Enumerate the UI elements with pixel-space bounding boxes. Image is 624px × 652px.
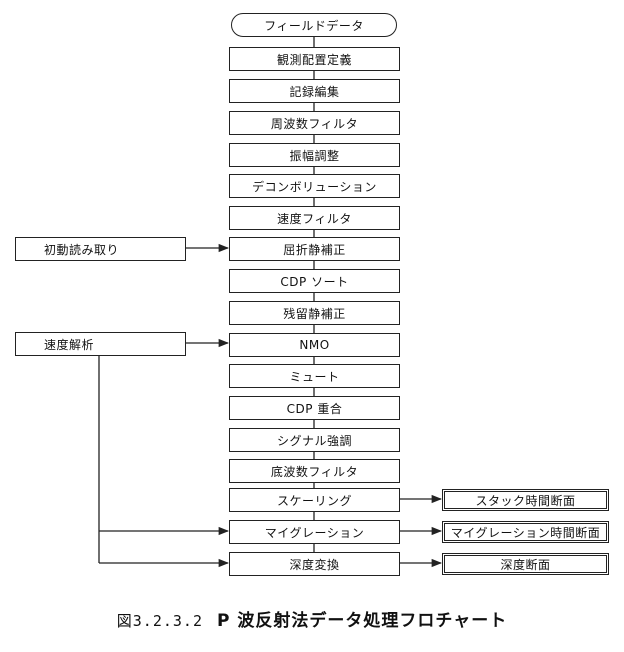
input-velocity-analysis: 速度解析 <box>15 332 186 356</box>
step-cdp-sort: CDP ソート <box>229 269 400 293</box>
step-cdp-stack: CDP 重合 <box>229 396 400 420</box>
figure-caption: 図3.2.3.2 P 波反射法データ処理フロチャート <box>0 606 624 631</box>
step-deconvolution: デコンボリューション <box>229 174 400 198</box>
step-depth-conversion: 深度変換 <box>229 552 400 576</box>
step-mute: ミュート <box>229 364 400 388</box>
output-depth-section: 深度断面 <box>442 553 609 575</box>
input-first-break-picking: 初動読み取り <box>15 237 186 261</box>
figure-number: 図3.2.3.2 <box>116 612 203 630</box>
step-migration: マイグレーション <box>229 520 400 544</box>
figure-title: P 波反射法データ処理フロチャート <box>217 611 508 631</box>
step-scaling: スケーリング <box>229 488 400 512</box>
step-wavenumber-filter: 底波数フィルタ <box>229 459 400 483</box>
output-stack-time-section: スタック時間断面 <box>442 489 609 511</box>
step-frequency-filter: 周波数フィルタ <box>229 111 400 135</box>
step-nmo: NMO <box>229 333 400 357</box>
step-refraction-statics: 屈折静補正 <box>229 237 400 261</box>
step-velocity-filter: 速度フィルタ <box>229 206 400 230</box>
step-amplitude-adjustment: 振幅調整 <box>229 143 400 167</box>
step-field-data: フィールドデータ <box>231 13 397 37</box>
step-signal-enhancement: シグナル強調 <box>229 428 400 452</box>
step-geometry-definition: 観測配置定義 <box>229 47 400 71</box>
step-record-editing: 記録編集 <box>229 79 400 103</box>
step-residual-statics: 残留静補正 <box>229 301 400 325</box>
output-migration-time-section: マイグレーション時間断面 <box>442 521 609 543</box>
